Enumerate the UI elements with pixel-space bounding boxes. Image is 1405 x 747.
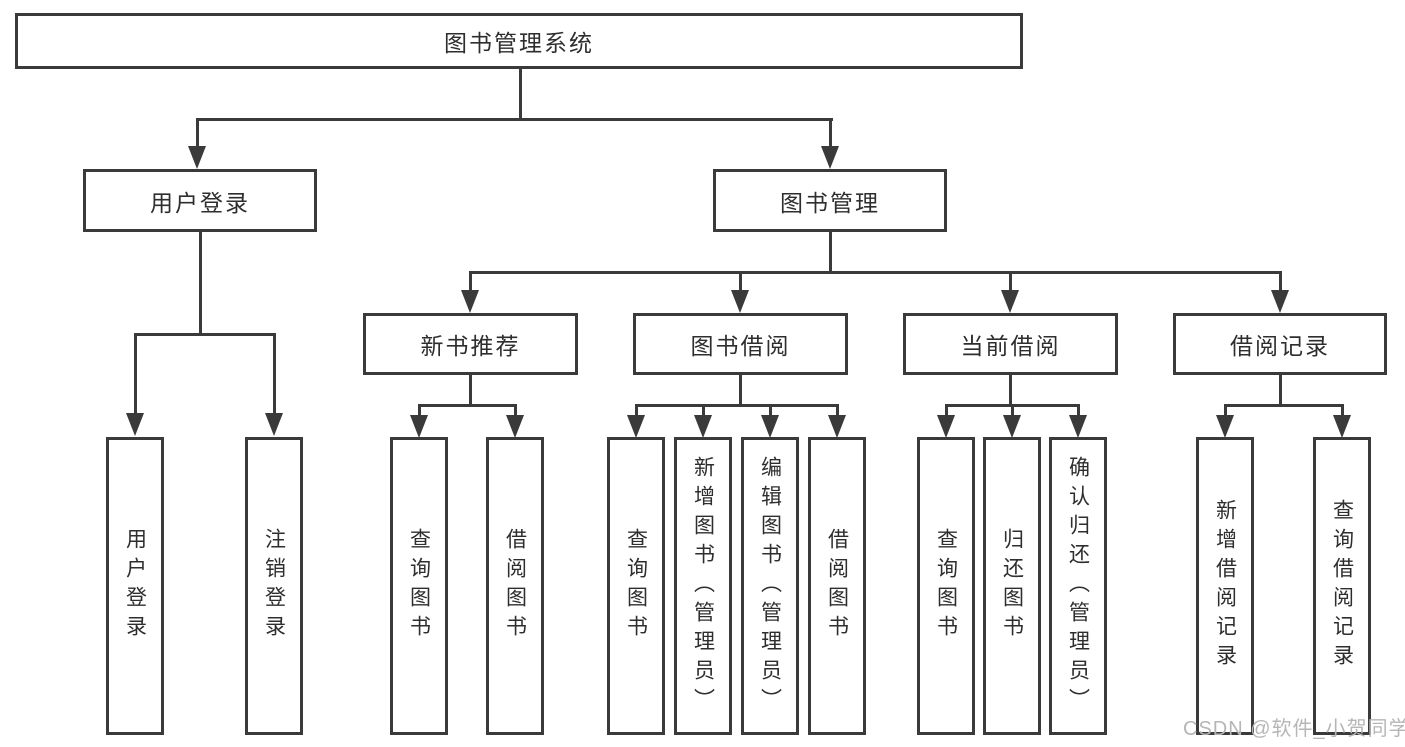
connector-line — [1009, 375, 1012, 407]
connector-line — [197, 118, 833, 121]
arrowhead-down-icon — [126, 413, 144, 436]
connector-line — [1340, 404, 1344, 418]
node-leaf-return-books: 归还图书 — [983, 437, 1041, 735]
connector-line — [768, 404, 772, 418]
arrowhead-down-icon — [828, 415, 846, 438]
arrowhead-down-icon — [1003, 415, 1021, 438]
node-library-management-system: 图书管理系统 — [15, 13, 1023, 69]
connector-line — [1076, 404, 1080, 418]
node-leaf-edit-books-admin: 编辑图书（管理员） — [741, 437, 799, 735]
arrowhead-down-icon — [937, 415, 955, 438]
arrowhead-down-icon — [731, 290, 749, 313]
connector-line — [634, 404, 839, 407]
connector-line — [195, 118, 199, 148]
node-leaf-logout: 注销登录 — [245, 437, 303, 735]
arrowhead-down-icon — [821, 146, 839, 169]
node-book-management: 图书管理 — [713, 169, 947, 232]
node-leaf-search-borrow-record: 查询借阅记录 — [1313, 437, 1371, 735]
arrowhead-down-icon — [694, 415, 712, 438]
arrowhead-down-icon — [627, 415, 645, 438]
node-borrowing-records: 借阅记录 — [1173, 313, 1387, 375]
node-book-borrowing: 图书借阅 — [633, 313, 848, 375]
connector-line — [1278, 375, 1282, 407]
connector-line — [468, 271, 472, 293]
arrowhead-down-icon — [265, 413, 283, 436]
connector-line — [634, 404, 638, 418]
arrowhead-down-icon — [410, 415, 428, 438]
connector-line — [417, 404, 421, 418]
watermark-text: CSDN @软件_小贺同学 — [1183, 718, 1405, 740]
connector-line — [738, 271, 742, 293]
connector-line — [469, 375, 472, 407]
connector-line — [701, 404, 705, 418]
connector-line — [1008, 271, 1012, 293]
arrowhead-down-icon — [1001, 290, 1019, 313]
connector-line — [1223, 404, 1344, 407]
node-leaf-borrow-books-2: 借阅图书 — [808, 437, 866, 735]
connector-line — [133, 333, 276, 336]
node-user-login: 用户登录 — [83, 169, 317, 232]
node-leaf-search-books-2: 查询图书 — [607, 437, 665, 735]
arrowhead-down-icon — [1271, 290, 1289, 313]
node-leaf-search-books-3: 查询图书 — [917, 437, 975, 735]
node-leaf-user-login: 用户登录 — [106, 437, 164, 735]
connector-line — [1278, 271, 1282, 293]
connector-line — [1223, 404, 1227, 418]
connector-line — [133, 333, 137, 415]
node-leaf-borrow-books-1: 借阅图书 — [486, 437, 544, 735]
arrowhead-down-icon — [188, 146, 206, 169]
connector-line — [738, 375, 742, 407]
node-new-book-recommendation: 新书推荐 — [363, 313, 578, 375]
connector-line — [519, 69, 522, 121]
connector-line — [417, 404, 517, 407]
connector-line — [198, 232, 202, 336]
connector-line — [513, 404, 517, 418]
node-leaf-search-books-1: 查询图书 — [390, 437, 448, 735]
node-leaf-add-books-admin: 新增图书（管理员） — [674, 437, 732, 735]
connector-line — [272, 333, 276, 415]
arrowhead-down-icon — [761, 415, 779, 438]
connector-line — [468, 271, 1282, 274]
arrowhead-down-icon — [461, 290, 479, 313]
arrowhead-down-icon — [506, 415, 524, 438]
node-current-borrowing: 当前借阅 — [903, 313, 1118, 375]
connector-line — [944, 404, 948, 418]
node-leaf-add-borrow-record: 新增借阅记录 — [1196, 437, 1254, 735]
arrowhead-down-icon — [1069, 415, 1087, 438]
connector-line — [828, 118, 832, 148]
arrowhead-down-icon — [1333, 415, 1351, 438]
connector-line — [828, 232, 832, 274]
node-leaf-confirm-return-admin: 确认归还（管理员） — [1049, 437, 1107, 735]
connector-line — [835, 404, 839, 418]
connector-line — [1010, 404, 1014, 418]
arrowhead-down-icon — [1216, 415, 1234, 438]
